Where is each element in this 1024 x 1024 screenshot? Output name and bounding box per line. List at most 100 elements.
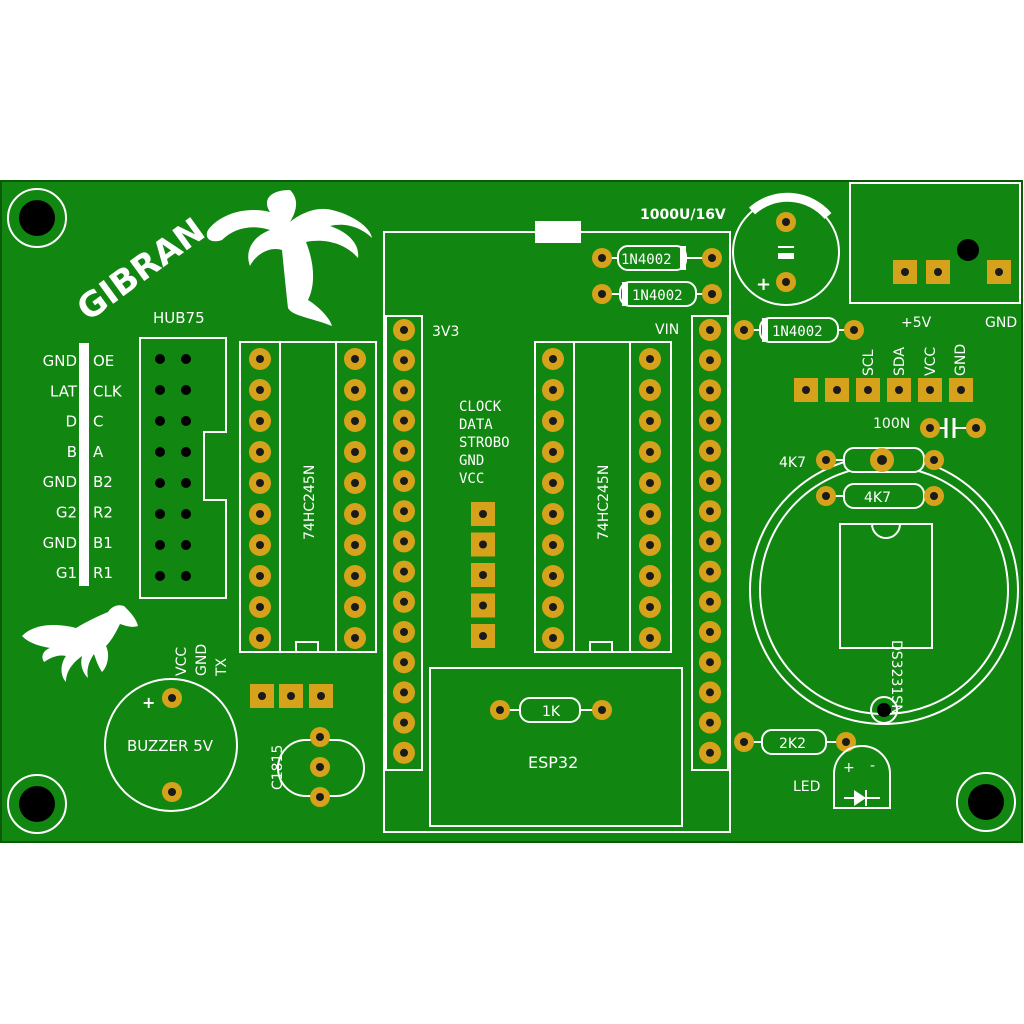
ic2-pad	[639, 596, 661, 618]
ic1-pad	[344, 410, 366, 432]
capacitor-plus-mark: +	[756, 274, 771, 295]
ic2-pad	[542, 379, 564, 401]
hub75-pin	[181, 478, 191, 488]
hub75-pin	[155, 540, 165, 550]
ic2-pad	[639, 410, 661, 432]
hub75-pin	[181, 416, 191, 426]
hub75-pin	[181, 447, 191, 457]
esp32-right-pad	[699, 379, 721, 402]
clock-header-label: GND	[459, 453, 484, 469]
ic2-pad	[542, 534, 564, 556]
esp32-left-pad	[393, 590, 415, 613]
diode-1-label: 1N4002	[621, 252, 672, 268]
ic2-label: 74HC245N	[596, 465, 612, 540]
esp32-left-pad	[393, 711, 415, 734]
ic1-pad	[249, 627, 271, 649]
esp32-right-pad	[699, 530, 721, 553]
clock-header-pad	[471, 532, 495, 557]
hub75-title: HUB75	[153, 309, 205, 327]
ic2-pad	[639, 472, 661, 494]
clock-header-label: DATA	[459, 417, 493, 433]
esp32-left-pad	[393, 349, 415, 372]
led-plus: +	[843, 760, 855, 776]
rtc-header-label: VCC	[923, 347, 939, 376]
ic1-pad	[344, 441, 366, 463]
power-connector: +5V GND	[849, 182, 1021, 331]
rtc-module: 4K7 4K7 DS3231SN	[749, 447, 1019, 725]
serial-header-label: VCC	[174, 647, 190, 676]
hub75-pin	[155, 447, 165, 457]
power-gnd-label: GND	[985, 315, 1017, 331]
hub75-left-label: GND	[43, 534, 77, 552]
rtc-header-pad	[794, 378, 818, 402]
ic2-pad	[639, 534, 661, 556]
power-plus-label: +5V	[901, 315, 932, 331]
ic1-pad	[249, 534, 271, 556]
esp32-left-pad	[393, 621, 415, 643]
rtc-header: SCL SDA VCC GND	[794, 344, 973, 402]
capacitor-1000u: 1000U/16V +	[640, 192, 840, 306]
resistor-2k2-label: 2K2	[779, 736, 806, 752]
esp32-right-pad	[699, 651, 721, 674]
hub75-pin	[155, 509, 165, 519]
esp32-antenna-mark	[535, 221, 581, 243]
hub75-right-label: C	[93, 413, 103, 431]
esp32-left-pad	[393, 741, 415, 764]
esp32-left-pad	[393, 470, 415, 492]
esp32-right-pad	[699, 500, 721, 523]
hub75-right-label: CLK	[93, 382, 123, 400]
ic1-pad	[249, 503, 271, 525]
esp32-right-pad	[699, 681, 721, 704]
ic2-body	[573, 341, 631, 653]
esp32-left-pad	[393, 681, 415, 704]
esp32-left-pad	[393, 500, 415, 523]
esp32-right-pad	[699, 439, 721, 462]
esp32-shield	[429, 667, 683, 827]
esp32-left-pad	[393, 560, 415, 583]
hub75-left-label: G2	[56, 504, 77, 522]
mounting-hole-bottom-right	[956, 772, 1016, 832]
esp32-3v3-label: 3V3	[432, 324, 459, 340]
resistor-1k: 1K	[490, 697, 612, 723]
ic1-pad	[249, 565, 271, 587]
ic2-74hc245n: 74HC245N	[534, 341, 672, 653]
rtc-header-label: GND	[953, 344, 969, 376]
capacitor-label: 1000U/16V	[640, 207, 726, 223]
esp32-right-pad	[699, 349, 721, 372]
ic2-pad	[639, 441, 661, 463]
ic1-pad	[249, 441, 271, 463]
clock-header-pad	[471, 502, 495, 526]
ic1-pad	[344, 534, 366, 556]
clock-header-pad	[471, 563, 495, 587]
rtc-header-pad	[918, 378, 942, 402]
rtc-header-label: SCL	[861, 349, 877, 376]
ic1-pad	[249, 596, 271, 618]
esp32-left-pad	[393, 530, 415, 553]
rtc-ic-label: DS3231SN	[888, 640, 904, 715]
buzzer: + BUZZER 5V	[104, 678, 238, 812]
hub75-pin	[181, 540, 191, 550]
ic1-pad	[249, 410, 271, 432]
hub75-left-label: B	[67, 443, 77, 461]
rtc-header-label: SDA	[892, 347, 908, 376]
resistor-2k2: 2K2	[734, 729, 856, 755]
transistor-c1815: C1815	[270, 727, 365, 807]
esp32-left-pad	[393, 651, 415, 674]
horse-logo	[22, 605, 138, 682]
power-connector-outline	[849, 182, 1021, 304]
hub75-pin	[155, 571, 165, 581]
ic1-label: 74HC245N	[302, 465, 318, 540]
hub75-left-label: GND	[43, 352, 77, 370]
hub75-right-label: OE	[93, 352, 114, 370]
ic2-pad	[542, 441, 564, 463]
esp32-right-pad	[699, 560, 721, 583]
diode-1: 1N4002	[592, 245, 722, 271]
ic1-pad	[249, 348, 271, 370]
esp32-left-pad	[393, 409, 415, 432]
ic1-pad	[344, 379, 366, 401]
ic2-pad	[639, 348, 661, 370]
rtc-header-pad	[856, 378, 880, 402]
hub75-left-label: LAT	[50, 382, 78, 400]
